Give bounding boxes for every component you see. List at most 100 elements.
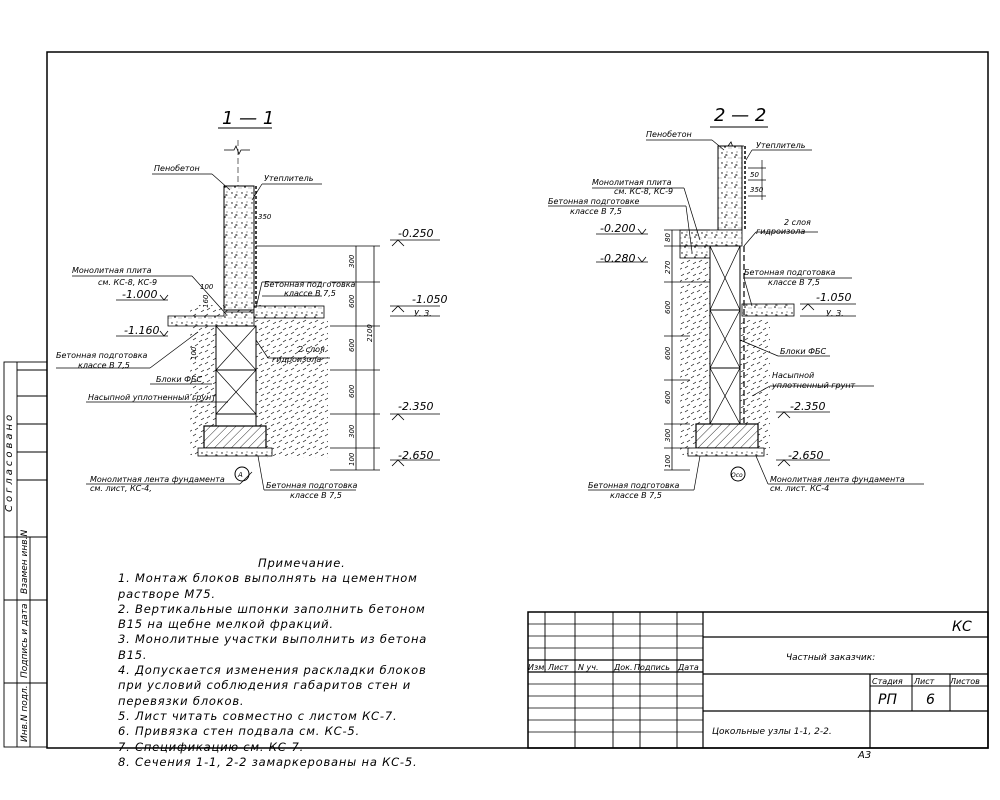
s1-label-insul: Утеплитель bbox=[264, 174, 314, 183]
s2-label-prep-c-class: классе В 7,5 bbox=[610, 491, 662, 500]
s1-dim-160: 160 bbox=[202, 294, 210, 308]
s2-level-m1050: -1.050 bbox=[816, 291, 851, 304]
s1-label-penobeton: Пенобетон bbox=[154, 164, 200, 173]
tb-col-ndoc: N уч. bbox=[578, 663, 599, 672]
s2-label-insul: Утеплитель bbox=[756, 141, 806, 150]
s1-dim-600b: 600 bbox=[348, 338, 356, 352]
s1-label-slab: Монолитная плита bbox=[72, 266, 152, 275]
s1-label-soil: Насыпной уплотненный грунт bbox=[88, 393, 216, 402]
note-line: 5. Лист читать совместно с листом КС-7. bbox=[118, 708, 398, 723]
s2-label-prep-b: Бетонная подготовка bbox=[744, 268, 836, 277]
s1-label-tape-ref: см. лист, КС-4, bbox=[90, 484, 152, 493]
s2-level-uz: У. З. bbox=[826, 309, 844, 318]
tb-sheet-header: Лист bbox=[913, 677, 935, 686]
s1-label-tape: Монолитная лента фундамента bbox=[90, 475, 225, 484]
note-line: В15. bbox=[118, 647, 148, 662]
s1-label-prep-b-class: классе В 7,5 bbox=[78, 361, 130, 370]
s2-label-hydro-type: гидроизола bbox=[756, 227, 805, 236]
s2-label-slab: Монолитная плита bbox=[592, 178, 672, 187]
s2-dim-600c: 600 bbox=[664, 390, 672, 404]
title-block bbox=[527, 611, 989, 749]
tb-customer: Частный заказчик: bbox=[786, 653, 875, 663]
stamp-agreed: Согласовано bbox=[4, 412, 15, 512]
tb-format: А3 bbox=[857, 750, 871, 761]
s2-level-m2650: -2.650 bbox=[788, 449, 823, 462]
s1-level-m2350: -2.350 bbox=[398, 400, 433, 413]
s1-level-m1000: -1.000 bbox=[122, 288, 157, 301]
note-line: 3. Монолитные участки выполнить из бетон… bbox=[118, 632, 428, 647]
tb-sheet: 6 bbox=[926, 692, 935, 708]
s1-level-m1050: -1.050 bbox=[412, 293, 447, 306]
section-2-2-title: 2 — 2 bbox=[714, 105, 766, 126]
s1-label-prep-c: Бетонная подготовка bbox=[266, 481, 358, 490]
s1-label-slab-ref: см. КС-8, КС-9 bbox=[98, 278, 157, 287]
s2-label-blocks: Блоки ФБС bbox=[780, 347, 826, 356]
s1-dim-100a: 100 bbox=[200, 283, 214, 291]
s2-label-tape: Монолитная лента фундамента bbox=[770, 475, 905, 484]
s1-axis-marker: А bbox=[237, 471, 243, 479]
s1-label-blocks: Блоки ФБС bbox=[156, 375, 202, 384]
stamp-inv-replace: Взамен инв.N bbox=[20, 530, 30, 594]
s2-level-m2350: -2.350 bbox=[790, 400, 825, 413]
note-line: 2. Вертикальные шпонки заполнить бетоном bbox=[118, 601, 426, 616]
tb-stage: РП bbox=[878, 692, 897, 708]
tb-drawing-title: Цокольные узлы 1-1, 2-2. bbox=[712, 727, 832, 737]
note-line: 7. Спецификацию см. КС-7. bbox=[118, 739, 305, 754]
section-2-2: 2 — 2 Осо bbox=[548, 105, 924, 500]
s1-label-prep-b: Бетонная подготовка bbox=[56, 351, 148, 360]
s2-dim-50: 50 bbox=[750, 171, 759, 179]
s2-label-slab-ref: см. КС-8, КС-9 bbox=[614, 187, 673, 196]
tb-code: КС bbox=[952, 619, 972, 635]
s1-label-hydro: 2 слоя bbox=[298, 345, 325, 354]
s1-label-prep-a: Бетонная подготовка bbox=[264, 280, 356, 289]
s1-level-m2650: -2.650 bbox=[398, 449, 433, 462]
s1-label-prep-a-class: классе В 7,5 bbox=[284, 289, 336, 298]
s1-label-hydro-type: гидроизола bbox=[272, 355, 321, 364]
tb-col-date: Дата bbox=[677, 663, 699, 672]
tb-col-izm: Изм. bbox=[528, 663, 547, 672]
note-line: В15 на щебне мелкой фракций. bbox=[118, 617, 334, 632]
s2-dim-300: 300 bbox=[664, 428, 672, 442]
s1-dim-100b: 100 bbox=[190, 346, 198, 360]
s2-label-tape-ref: см. лист. КС-4 bbox=[770, 484, 829, 493]
tb-col-podp: Подпись bbox=[634, 663, 670, 672]
s2-dim-270: 270 bbox=[664, 260, 672, 274]
s1-level-m1160: -1.160 bbox=[124, 324, 159, 337]
tb-col-list: Лист bbox=[547, 663, 569, 672]
tb-col-dok: Док. bbox=[613, 663, 633, 672]
s1-level-uz: У. З. bbox=[414, 309, 432, 318]
s2-label-soil: Насыпной bbox=[772, 371, 814, 380]
s2-dim-100: 100 bbox=[664, 454, 672, 468]
s2-label-soil-type: уплотненный грунт bbox=[771, 381, 856, 390]
s1-dim-100c: 100 bbox=[348, 452, 356, 466]
s1-dim-2100: 2100 bbox=[366, 324, 374, 342]
note-line: 6. Привязка стен подвала см. КС-5. bbox=[118, 724, 360, 739]
s2-label-prep-a-class: классе В 7,5 bbox=[570, 207, 622, 216]
stamp-sign-date: Подпись и дата bbox=[20, 603, 30, 678]
s2-level-m0200: -0.200 bbox=[600, 222, 635, 235]
stamp-inv-orig: Инв.N подл. bbox=[20, 685, 30, 742]
s2-dim-350: 350 bbox=[750, 186, 764, 194]
s2-dim-600a: 600 bbox=[664, 300, 672, 314]
notes: Примечание. 1. Монтаж блоков выполнять н… bbox=[118, 556, 478, 770]
side-stamp bbox=[3, 361, 48, 748]
section-1-1: 1 — 1 А bbox=[56, 108, 447, 500]
note-line: перевязки блоков. bbox=[118, 693, 245, 708]
note-line: растворе М75. bbox=[118, 586, 216, 601]
s2-dim-80: 80 bbox=[664, 233, 672, 242]
tb-sheets-header: Листов bbox=[949, 677, 980, 686]
s1-dim-300b: 300 bbox=[348, 424, 356, 438]
s2-label-penobeton: Пенобетон bbox=[646, 130, 692, 139]
s1-dim-600c: 600 bbox=[348, 384, 356, 398]
s1-dim-300a: 300 bbox=[348, 254, 356, 268]
s1-level-m0250: -0.250 bbox=[398, 227, 433, 240]
note-line: 1. Монтаж блоков выполнять на цементном bbox=[118, 571, 418, 586]
s2-label-prep-c: Бетонная подготовка bbox=[588, 481, 680, 490]
note-line: 8. Сечения 1-1, 2-2 замаркерованы на КС-… bbox=[118, 754, 418, 769]
s2-dim-600b: 600 bbox=[664, 346, 672, 360]
note-line: 4. Допускается изменения раскладки блоко… bbox=[118, 663, 427, 678]
notes-heading: Примечание. bbox=[258, 556, 346, 570]
s2-axis-marker: Осо bbox=[731, 472, 743, 479]
s2-label-prep-a: Бетонная подготовке bbox=[548, 197, 640, 206]
